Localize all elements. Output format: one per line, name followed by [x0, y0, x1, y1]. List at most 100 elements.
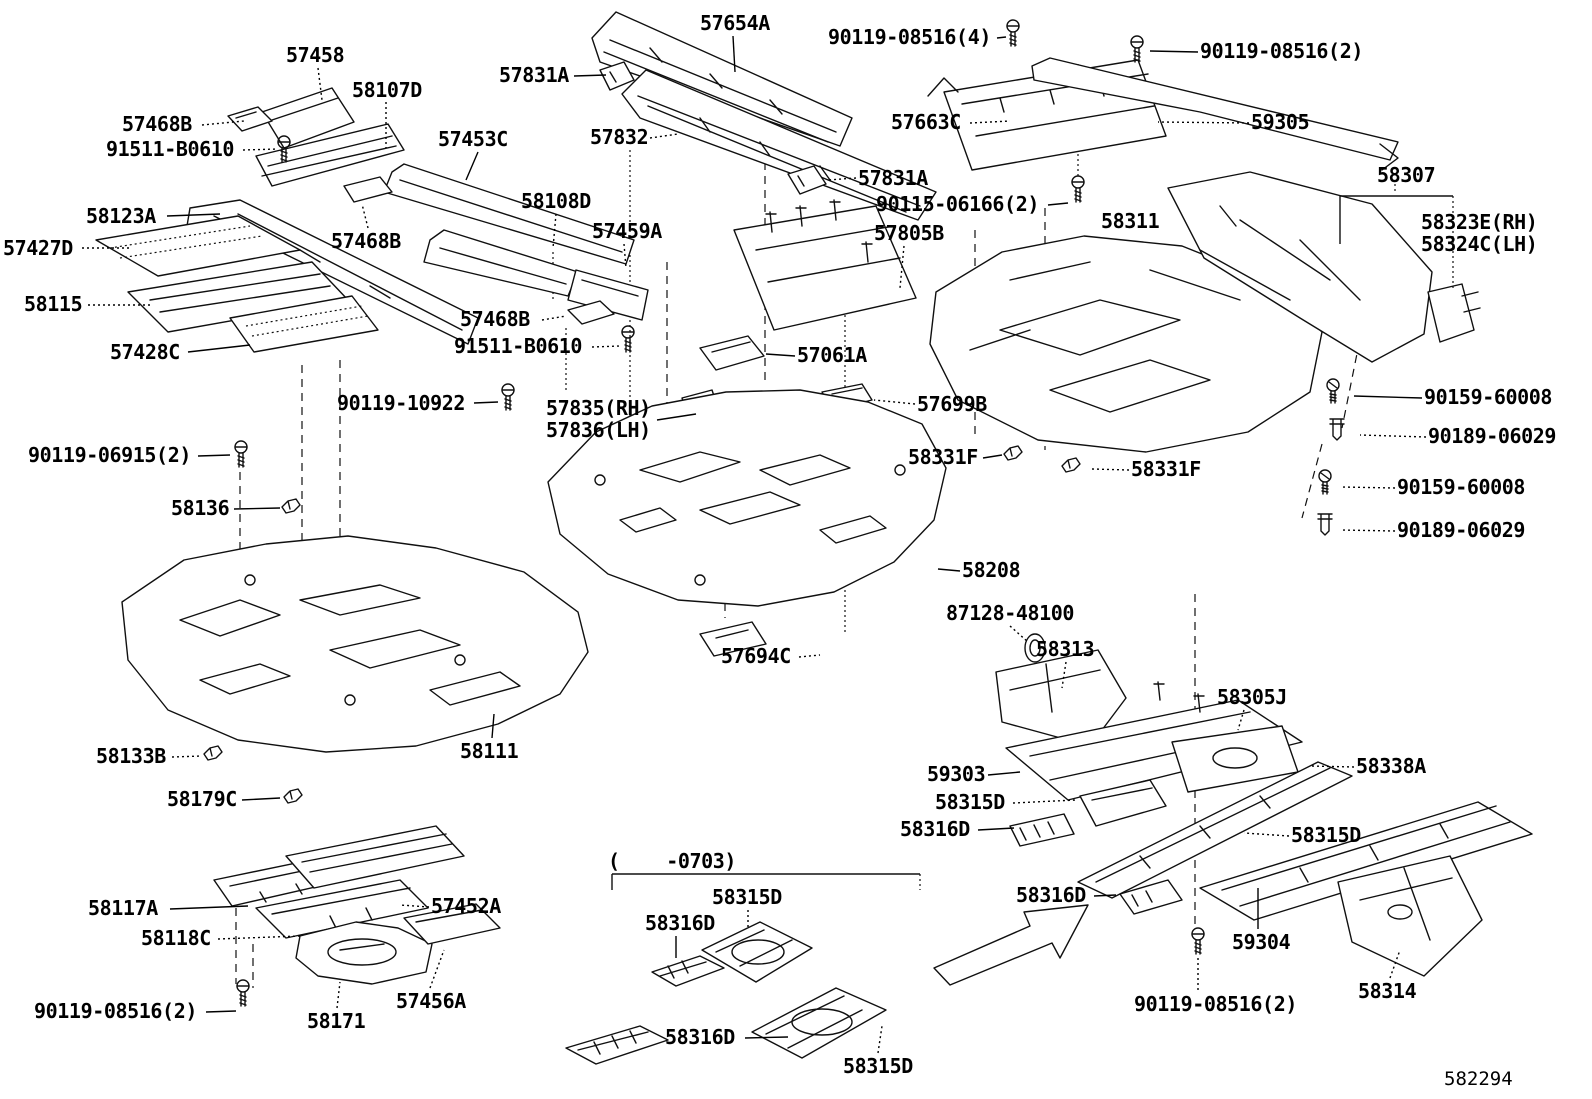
leader-90119-06915-2: [197, 454, 231, 457]
leader-57468B-3: [541, 315, 567, 321]
leader-57468B-2: [361, 203, 369, 229]
part-label-58107D: 58107D: [352, 78, 422, 102]
bracket-note-0703: [611, 873, 921, 890]
part-58111: [121, 535, 589, 753]
leader-59305: [1157, 121, 1250, 124]
leader-58315D-1: [1012, 799, 1077, 804]
leader-58338A: [1309, 765, 1355, 768]
part-label-58331F-2: 58331F: [1131, 457, 1201, 481]
part-label-57831A-2: 57831A: [858, 166, 928, 190]
leader-90115-06166-2: [1047, 202, 1069, 206]
leader-58316D-4: [744, 1036, 789, 1039]
leader-58133B: [171, 755, 203, 758]
part-58307: [1167, 171, 1433, 363]
leader-90119-08516-2a: [1149, 50, 1199, 53]
leader-58208: [937, 568, 961, 572]
part-label-58117A: 58117A: [88, 896, 158, 920]
part-58316D-m2: [1119, 879, 1183, 915]
part-label-91511-B0610-1: 91511-B0610: [106, 137, 235, 161]
part-label-58315D-2: 58315D: [1291, 823, 1361, 847]
part-label-57663C: 57663C: [891, 110, 961, 134]
part-label-58305J: 58305J: [1217, 685, 1287, 709]
part-58316D-c2: [565, 1025, 669, 1065]
part-label-57699B: 57699B: [917, 392, 987, 416]
part-label-58315D-3: 58315D: [712, 885, 782, 909]
part-label-58338A: 58338A: [1356, 754, 1426, 778]
part-label-57459A: 57459A: [592, 219, 662, 243]
part-label-58115: 58115: [24, 292, 83, 316]
part-label-57831A-1: 57831A: [499, 63, 569, 87]
leader-58316D-1: [977, 827, 1015, 831]
leader-57654A: [732, 35, 736, 73]
part-label-58136: 58136: [171, 496, 230, 520]
part-label-58179C: 58179C: [167, 787, 237, 811]
leader-90189-06029-1: [1359, 434, 1427, 438]
part-58107D: [255, 123, 405, 187]
part-label-58315D-4: 58315D: [843, 1054, 913, 1078]
part-label-59303: 59303: [927, 762, 986, 786]
part-58314: [1337, 855, 1483, 977]
part-label-58111: 58111: [460, 739, 519, 763]
leader-57699B: [873, 399, 916, 405]
leader-57694C: [798, 654, 821, 658]
part-label-58118C: 58118C: [141, 926, 211, 950]
part-58315D-c2: [751, 987, 887, 1059]
part-57458: [261, 87, 355, 149]
part-label-90159-60008-1: 90159-60008: [1424, 385, 1553, 409]
part-label-90119-10922: 90119-10922: [337, 391, 466, 415]
leader-57459A: [623, 243, 627, 269]
leader-90119-08516-4: [996, 36, 1007, 39]
part-57061A: [699, 335, 765, 371]
part-57468B-a: [227, 106, 273, 132]
bracket-58307: [1339, 184, 1454, 288]
part-58208: [547, 389, 947, 607]
leader-90159-60008-1: [1353, 395, 1423, 399]
part-label-58316D-2: 58316D: [1016, 883, 1086, 907]
part-58338A: [1077, 761, 1353, 899]
leader-57663C: [969, 120, 1011, 124]
leader-57458: [317, 67, 323, 101]
part-label-58171: 58171: [307, 1009, 366, 1033]
part-label-57836-LH: 57836(LH): [546, 418, 651, 442]
leader-58123A: [166, 213, 221, 217]
part-57831A-b: [787, 165, 827, 195]
part-59303: [1005, 681, 1303, 801]
leader-58305J: [1237, 709, 1245, 731]
part-label-91511-B0610-2: 91511-B0610: [454, 334, 583, 358]
leader-90159-60008-2: [1341, 486, 1396, 489]
leader-57061A: [765, 353, 796, 357]
leader-90119-08516-2b: [205, 1010, 237, 1013]
part-58315D-m: [1079, 779, 1167, 827]
part-label-58313: 58313: [1036, 637, 1095, 661]
part-57459A: [567, 269, 649, 321]
part-label-57468B-1: 57468B: [122, 112, 192, 136]
part-label-57458: 57458: [286, 43, 345, 67]
part-59305: [1031, 57, 1399, 171]
part-label-90119-06915-2: 90119-06915(2): [28, 443, 191, 467]
part-58311: [929, 235, 1323, 453]
part-57452A: [285, 825, 465, 889]
part-label-58307: 58307: [1377, 163, 1436, 187]
leader-lines: [82, 35, 1427, 1054]
part-label-57427D: 57427D: [3, 236, 73, 260]
part-label-58133B: 58133B: [96, 744, 166, 768]
leader-58171: [336, 981, 341, 1009]
part-label-90119-08516-4: 90119-08516(4): [828, 25, 991, 49]
part-label-57453C: 57453C: [438, 127, 508, 151]
part-label-90115-06166-2: 90115-06166(2): [876, 192, 1039, 216]
leader-90119-10922: [473, 401, 499, 404]
part-label-58315D-1: 58315D: [935, 790, 1005, 814]
part-label-58108D: 58108D: [521, 189, 591, 213]
leader-87128-48100: [1009, 625, 1029, 643]
part-58171: [295, 921, 433, 985]
part-label-87128-48100: 87128-48100: [946, 601, 1075, 625]
part-label-90119-08516-2c: 90119-08516(2): [1134, 992, 1297, 1016]
part-label-57832: 57832: [590, 125, 649, 149]
leader-58117A: [169, 905, 249, 910]
part-label-57835-RH: 57835(RH): [546, 396, 651, 420]
part-57805B: [733, 199, 917, 331]
figure-number: 582294: [1444, 1068, 1513, 1090]
leader-58331F-1: [982, 454, 1003, 459]
